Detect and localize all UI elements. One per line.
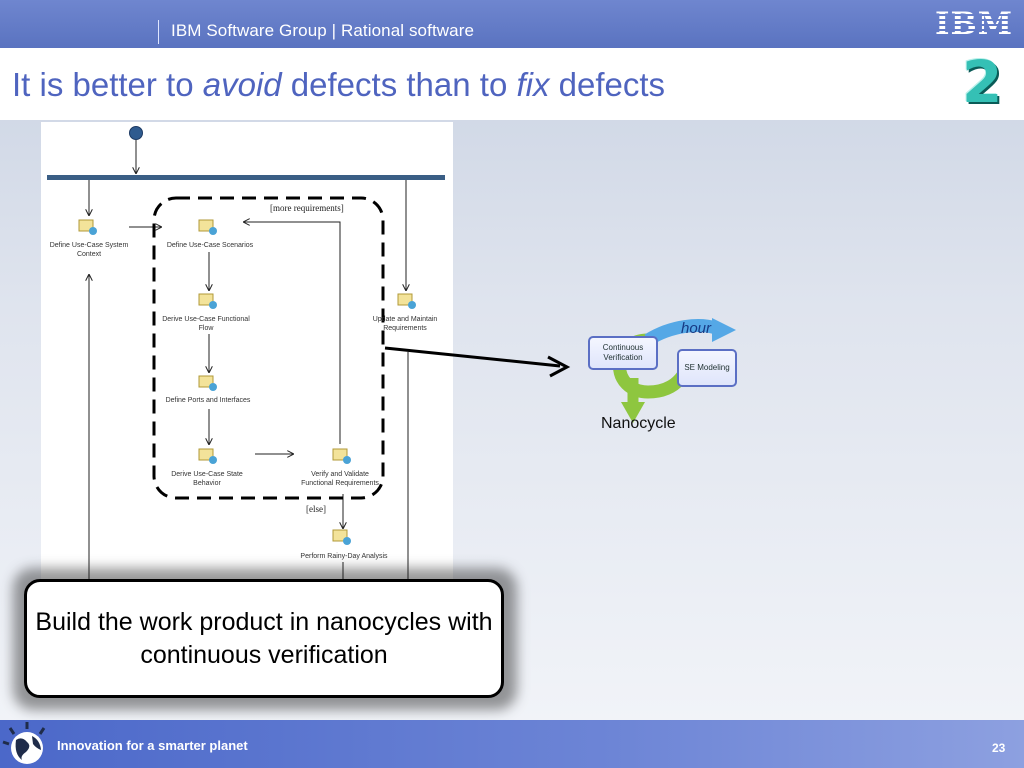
footer-bar: Innovation for a smarter planet 23 xyxy=(0,720,1024,768)
activity-update-requirements: Update and Maintain Requirements xyxy=(372,316,438,332)
globe-icon xyxy=(2,722,46,764)
title-part-2: defects than to xyxy=(281,66,517,103)
activity-define-system-context: Define Use-Case System Context xyxy=(49,242,129,258)
footer-tagline: Innovation for a smarter planet xyxy=(57,738,248,753)
activity-diagram: Define Use-Case System Context Define Us… xyxy=(41,122,453,582)
activity-define-scenarios: Define Use-Case Scenarios xyxy=(166,242,254,249)
header-separator xyxy=(158,20,159,44)
guard-else: [else] xyxy=(306,504,326,514)
activity-verify-validate: Verify and Validate Functional Requireme… xyxy=(301,471,379,487)
nanocycle-blue-arrowhead xyxy=(712,318,736,342)
activity-derive-state-behavior: Derive Use-Case State Behavior xyxy=(171,471,243,487)
title-emphasis-avoid: avoid xyxy=(202,66,282,103)
title-emphasis-fix: fix xyxy=(516,66,550,103)
title-part-1: It is better to xyxy=(12,66,203,103)
activity-icons xyxy=(78,219,416,545)
callout-box: Build the work product in nanocycles wit… xyxy=(24,579,504,698)
guard-more-requirements: [more requirements] xyxy=(270,203,344,213)
se-modeling-box: SE Modeling xyxy=(677,349,737,387)
activity-define-ports-interfaces: Define Ports and Interfaces xyxy=(165,397,251,404)
ibm-logo: IBM xyxy=(935,6,1014,42)
title-part-3: defects xyxy=(549,66,666,103)
activity-diagram-lines xyxy=(47,126,445,582)
page-number: 23 xyxy=(992,741,1006,755)
section-number-badge: 2 xyxy=(962,48,1003,116)
activity-rainy-day-analysis: Perform Rainy-Day Analysis xyxy=(300,553,388,560)
top-header-bar: IBM Software Group | Rational software I… xyxy=(0,0,1024,48)
activity-derive-functional-flow: Derive Use-Case Functional Flow xyxy=(162,316,250,332)
continuous-verification-box: Continuous Verification xyxy=(588,336,658,370)
hour-label: hour xyxy=(681,320,712,337)
nanocycle-label: Nanocycle xyxy=(601,415,676,432)
initial-node xyxy=(129,126,143,140)
nanocycle-dashed-region xyxy=(152,196,385,500)
title-band xyxy=(0,48,1024,120)
header-group-label: IBM Software Group | Rational software xyxy=(171,21,475,40)
slide-title: It is better to avoid defects than to fi… xyxy=(12,66,665,104)
fork-bar xyxy=(47,175,445,180)
